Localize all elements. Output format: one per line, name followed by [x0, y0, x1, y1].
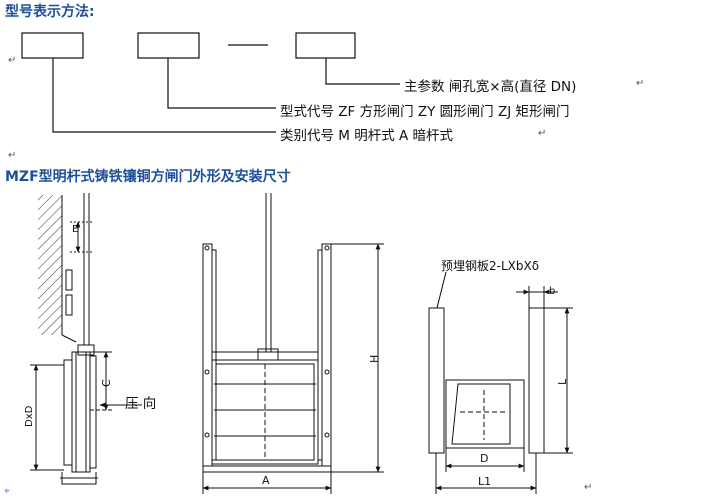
paragraph-mark: ↵ — [8, 150, 17, 161]
paragraph-mark: ↵ — [538, 128, 547, 139]
designation-category-code: 类别代号 M 明杆式 A 暗杆式 — [280, 128, 454, 144]
dim-label-h: H — [368, 355, 381, 363]
model-heading: 型号表示方法: — [5, 4, 95, 20]
anchor-icon: ⌖ — [4, 486, 10, 497]
dim-label-b: b — [549, 286, 555, 297]
paragraph-mark: ↵ — [636, 78, 645, 89]
dim-label-a: A — [262, 474, 270, 487]
dim-label-l1: L1 — [478, 475, 491, 488]
dim-label-dxd: DxD — [24, 405, 35, 427]
dim-label-c: C — [100, 379, 113, 387]
front-view — [202, 193, 384, 494]
dim-label-e: E — [72, 224, 78, 235]
plan-view — [428, 271, 573, 494]
designation-type-code: 型式代号 ZF 方形闸门 ZY 圆形闸门 ZJ 矩形闸门 — [280, 104, 570, 120]
category-box — [21, 32, 84, 59]
type-box — [137, 32, 200, 59]
embedded-plate-label: 预埋钢板2-LXbXδ — [441, 259, 539, 273]
parameter-box — [295, 32, 356, 59]
section-heading: MZF型明杆式铸铁镶铜方闸门外形及安装尺寸 — [5, 169, 291, 185]
paragraph-mark: ↵ — [8, 55, 17, 66]
pressure-label: 压 向 — [125, 396, 156, 412]
dim-label-l: L — [556, 378, 569, 385]
paragraph-mark: ↵ — [584, 482, 593, 493]
designation-main-parameter: 主参数 闸孔宽×高(直径 DN) — [404, 79, 577, 95]
designation-boxes — [21, 32, 356, 59]
dim-label-d: D — [480, 452, 488, 465]
side-view — [30, 193, 142, 485]
designation-leaders — [52, 58, 400, 133]
